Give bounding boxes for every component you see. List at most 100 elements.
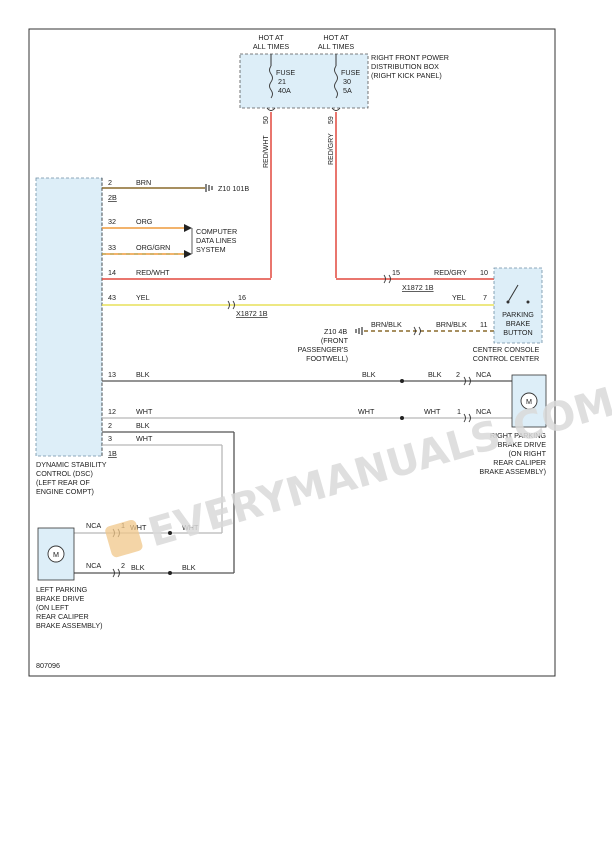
splice-blk-2-icon bbox=[168, 571, 172, 575]
wire-left-wht-color-right: WHT bbox=[182, 523, 199, 532]
wire-blk-2-pin: 2 bbox=[108, 421, 112, 430]
arrow-org-icon bbox=[184, 224, 192, 232]
wire-blk-13-pin: 13 bbox=[108, 370, 116, 379]
pdb-label-line3: (RIGHT KICK PANEL) bbox=[371, 71, 442, 80]
inline-connector-16-icon bbox=[227, 300, 235, 310]
switch-pin-10: 10 bbox=[480, 268, 488, 277]
left-motor-label-line4: REAR CALIPER bbox=[36, 612, 89, 621]
wire-org-grn-color: ORG/GRN bbox=[136, 243, 170, 252]
diagram-id: 807096 bbox=[36, 661, 60, 670]
fuse-21-label-line2: 21 bbox=[278, 77, 286, 86]
switch-location-line2: CONTROL CENTER bbox=[473, 354, 539, 363]
switch-label-line3: BUTTON bbox=[503, 328, 532, 337]
dsc-module: DYNAMIC STABILITY CONTROL (DSC) (LEFT RE… bbox=[35, 177, 117, 496]
inline-connector-brn-blk-icon bbox=[413, 326, 421, 336]
arrow-org-grn-icon bbox=[184, 250, 192, 258]
fuse-30-icon bbox=[334, 65, 338, 99]
wire-left-wht-color: WHT bbox=[130, 523, 147, 532]
power-distribution-box: HOT AT ALL TIMES HOT AT ALL TIMES FUSE 2… bbox=[239, 33, 449, 111]
ground-location-line1: (FRONT bbox=[321, 336, 349, 345]
dsc-label-line4: ENGINE COMPT) bbox=[36, 487, 94, 496]
wire-wht-3-color: WHT bbox=[136, 434, 153, 443]
wire-brn-color: BRN bbox=[136, 178, 151, 187]
pdb-label-line2: DISTRIBUTION BOX bbox=[371, 62, 439, 71]
wire-left-blk-color: BLK bbox=[131, 563, 145, 572]
pdb-pin-59-icon bbox=[331, 107, 341, 111]
splice-wht-2-icon bbox=[168, 531, 172, 535]
cds-label-line1: COMPUTER bbox=[196, 227, 237, 236]
wire-blk-13-color: BLK bbox=[136, 370, 150, 379]
left-motor-label-line3: (ON LEFT bbox=[36, 603, 69, 612]
dsc-label-line1: DYNAMIC STABILITY bbox=[36, 460, 107, 469]
fuse-21-label-line1: FUSE bbox=[276, 68, 295, 77]
fuse-21-label-line3: 40A bbox=[278, 86, 291, 95]
right-motor-pin-2: 2 bbox=[456, 370, 460, 379]
connector-x1872-1b-bottom: X1872 1B bbox=[236, 309, 268, 318]
pdb-label-line1: RIGHT FRONT POWER bbox=[371, 53, 449, 62]
cds-label-line2: DATA LINES bbox=[196, 236, 237, 245]
wire-wht-12-color-right: WHT bbox=[424, 407, 441, 416]
switch-label-line2: BRAKE bbox=[506, 319, 531, 328]
diagram-frame bbox=[28, 28, 556, 677]
wire-brn-blk-color-right: BRN/BLK bbox=[436, 320, 467, 329]
switch-location-line1: CENTER CONSOLE bbox=[473, 345, 540, 354]
wire-wht-3-pin: 3 bbox=[108, 434, 112, 443]
wire-yel-color: YEL bbox=[136, 293, 150, 302]
left-motor-label-line1: LEFT PARKING bbox=[36, 585, 88, 594]
hot-at-all-times-2-line1: HOT AT bbox=[323, 33, 349, 42]
right-motor-nca-bottom: NCA bbox=[476, 407, 491, 416]
wire-org-color: ORG bbox=[136, 217, 153, 226]
ground-location-line2: PASSENGER'S bbox=[298, 345, 349, 354]
watermark-logo-icon bbox=[105, 519, 143, 558]
ground-location-line3: FOOTWELL) bbox=[306, 354, 348, 363]
right-motor-icon bbox=[520, 392, 538, 410]
wire-yel-pin: 43 bbox=[108, 293, 116, 302]
wire-red-wht-color: RED/WHT bbox=[136, 268, 170, 277]
dsc-connector-1b: 1B bbox=[108, 449, 117, 458]
left-motor-label-line5: BRAKE ASSEMBLY) bbox=[36, 621, 103, 630]
right-motor-label-line4: REAR CALIPER bbox=[493, 458, 546, 467]
wire-red-wht-pin: 14 bbox=[108, 268, 116, 277]
left-motor-symbol: M bbox=[53, 550, 59, 559]
switch-label-line1: PARKING bbox=[502, 310, 534, 319]
left-motor-icon bbox=[47, 545, 65, 563]
left-motor-nca-top: NCA bbox=[86, 521, 101, 530]
switch-terminal-icon bbox=[526, 300, 530, 304]
switch-pin-11: 11 bbox=[480, 320, 487, 329]
wire-wht-12-pin: 12 bbox=[108, 407, 116, 416]
right-motor-nca-top: NCA bbox=[476, 370, 491, 379]
right-motor-symbol: M bbox=[526, 397, 532, 406]
switch-pin-7: 7 bbox=[483, 293, 487, 302]
left-motor-label-line2: BRAKE DRIVE bbox=[36, 594, 85, 603]
right-parking-brake-drive: M RIGHT PARKING BRAKE DRIVE (ON RIGHT RE… bbox=[479, 374, 547, 476]
wire-blk-2-color: BLK bbox=[136, 421, 150, 430]
hot-at-all-times-1-line1: HOT AT bbox=[258, 33, 284, 42]
left-motor-pin-2-icon bbox=[112, 568, 120, 578]
ground-z10-4b-label: Z10 4B bbox=[324, 327, 347, 336]
fuse-21-icon bbox=[269, 65, 273, 99]
pdb-pin-50-icon bbox=[266, 107, 276, 111]
right-motor-label-line2: BRAKE DRIVE bbox=[498, 440, 547, 449]
wire-wht-12-color: WHT bbox=[136, 407, 153, 416]
right-motor-label-line5: BRAKE ASSEMBLY) bbox=[479, 467, 546, 476]
wire-blk-13-color-mid: BLK bbox=[362, 370, 376, 379]
fuse-30-label-line1: FUSE bbox=[341, 68, 360, 77]
right-motor-pin-1-icon bbox=[463, 413, 471, 423]
connector-x1872-1b-top: X1872 1B bbox=[402, 283, 434, 292]
switch-contact-icon bbox=[507, 284, 519, 303]
wire-wht-12-color-mid: WHT bbox=[358, 407, 375, 416]
splice-blk-1-icon bbox=[400, 379, 404, 383]
wire-blk-13-color-right: BLK bbox=[428, 370, 442, 379]
splice-wht-1-icon bbox=[400, 416, 404, 420]
wire-brn-blk-color-left: BRN/BLK bbox=[371, 320, 402, 329]
wire-left-blk-color-right: BLK bbox=[182, 563, 196, 572]
ground-z10-101b-label: Z10 101B bbox=[218, 184, 249, 193]
inline-pin-15: 15 bbox=[392, 268, 400, 277]
wire-yel-color-right: YEL bbox=[452, 293, 466, 302]
wire-59-color: RED/GRY bbox=[328, 133, 335, 165]
inline-connector-15-icon bbox=[383, 274, 391, 284]
left-parking-brake-drive: M LEFT PARKING BRAKE DRIVE (ON LEFT REAR… bbox=[36, 527, 103, 630]
pdb-outline bbox=[239, 53, 369, 109]
wire-59-pin: 59 bbox=[328, 116, 335, 124]
